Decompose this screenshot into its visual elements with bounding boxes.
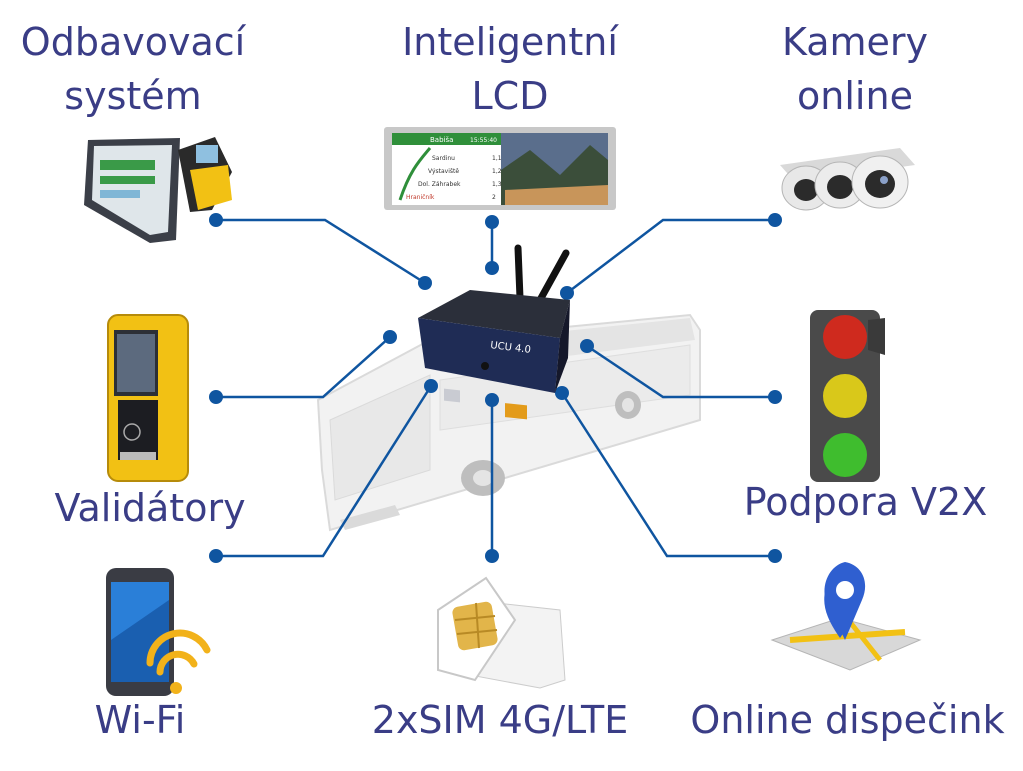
- lcd-row-value: 1,3: [492, 181, 502, 188]
- label-line: systém: [64, 74, 202, 118]
- label-fare-system: Odbavovací systém: [18, 15, 248, 123]
- lcd-row-name: Výstaviště: [428, 168, 459, 175]
- map-pin-icon: [770, 562, 922, 671]
- lcd-row-value: 2: [492, 194, 496, 201]
- lcd-row-name: Dol. Záhrabek: [418, 181, 461, 188]
- device-name-label: UCU 4.0: [490, 340, 532, 356]
- lcd-row-value: 1,2: [492, 168, 502, 175]
- sim-card-icon: [437, 576, 566, 689]
- connector-v2x: [586, 344, 775, 399]
- label-line: online: [797, 74, 913, 118]
- lcd-row-name: Hraničník: [406, 194, 435, 201]
- connector-lines: [216, 218, 775, 558]
- label-smart-lcd: Inteligentní LCD: [390, 15, 630, 123]
- lcd-screen-text: Babiša 15:55:40 Sardinu 1,1 Výstaviště 1…: [406, 136, 502, 201]
- connector-wifi: [216, 385, 433, 558]
- connector-dispatch: [560, 392, 775, 558]
- traffic-light-icon: [810, 310, 885, 482]
- label-cameras: Kamery online: [760, 15, 950, 123]
- fare-terminal-icon: [84, 137, 232, 243]
- phone-wifi-icon: [106, 568, 211, 696]
- label-validators: Validátory: [54, 486, 246, 530]
- label-v2x: Podpora V2X: [743, 480, 988, 524]
- camera-icon: [780, 148, 915, 211]
- lcd-time: 15:55:40: [470, 137, 497, 144]
- connector-fare-system: [216, 218, 426, 285]
- connector-dots: [209, 213, 782, 563]
- bus-illustration: [316, 313, 701, 532]
- validator-icon: [107, 314, 189, 482]
- label-wifi: Wi-Fi: [94, 698, 186, 742]
- lcd-row-name: Sardinu: [432, 155, 455, 162]
- label-sim: 2xSIM 4G/LTE: [371, 698, 629, 742]
- lcd-display-icon: [384, 127, 616, 210]
- lcd-stop-name: Babiša: [430, 136, 453, 144]
- label-line: Inteligentní: [402, 20, 618, 64]
- label-line: LCD: [471, 74, 549, 118]
- label-line: Odbavovací: [20, 20, 246, 64]
- label-dispatch: Online dispečink: [690, 698, 1005, 742]
- connector-cameras: [566, 218, 775, 294]
- label-line: Kamery: [781, 20, 929, 64]
- ucu-device-icon: [418, 244, 570, 420]
- lcd-row-value: 1,1: [492, 155, 502, 162]
- connector-validators: [216, 336, 391, 399]
